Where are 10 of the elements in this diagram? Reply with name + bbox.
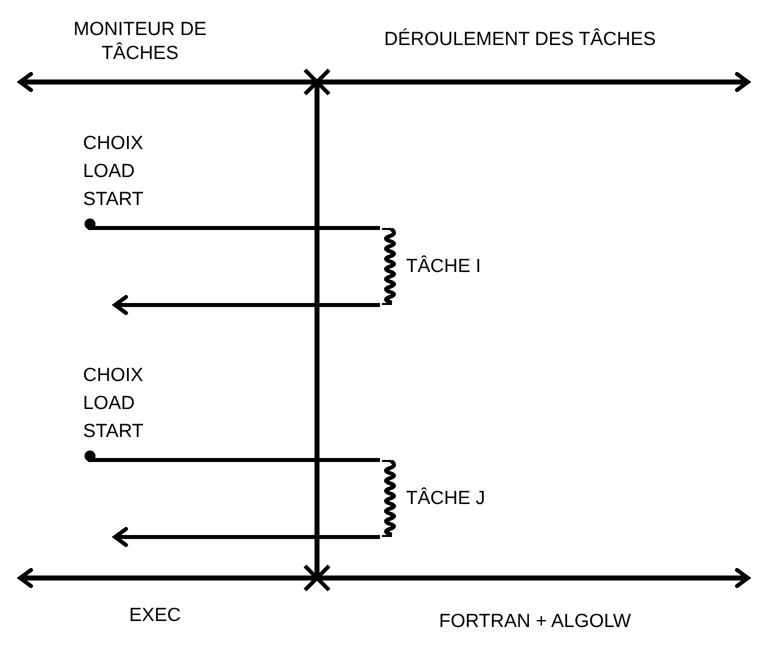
step-label-text: CHOIX LOAD START xyxy=(83,364,145,444)
axis-label: MONITEUR DE TÂCHES xyxy=(72,18,208,66)
task-label: TÂCHE I xyxy=(406,254,481,278)
connector-arrow xyxy=(113,527,380,547)
axis-label: DÉROULEMENT DES TÂCHES xyxy=(383,28,657,52)
connector-arrow xyxy=(113,295,380,315)
task-label: TÂCHE J xyxy=(406,486,486,510)
step-label-text: CHOIX LOAD START xyxy=(83,132,145,212)
axis-label: FORTRAN + ALGOLW xyxy=(438,610,632,634)
axis-label: EXEC xyxy=(128,604,182,628)
